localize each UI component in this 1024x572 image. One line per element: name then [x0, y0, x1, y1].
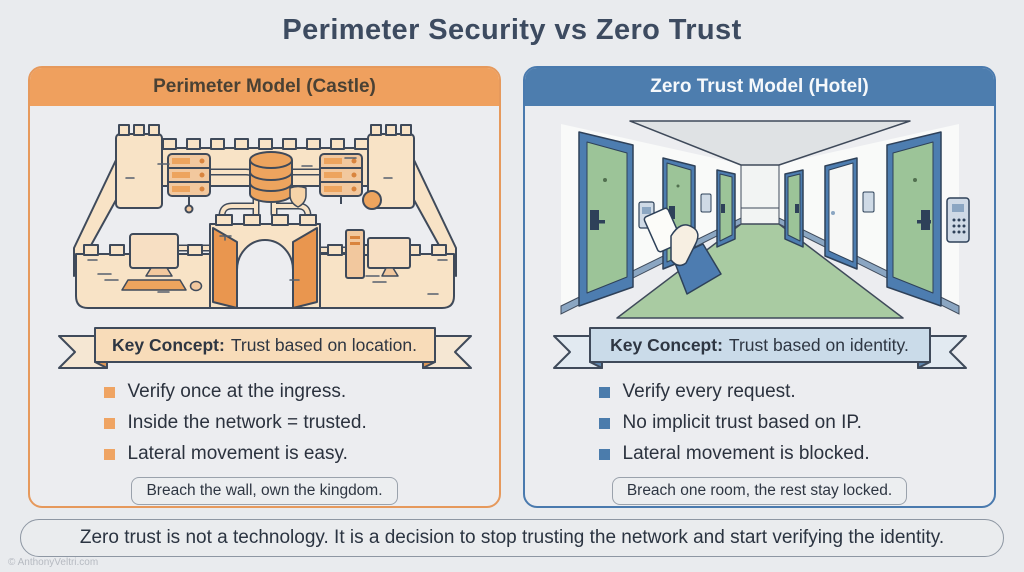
workstation-icon-left [120, 233, 202, 292]
hotel-door-icon [885, 131, 942, 307]
card-reader-icon [700, 193, 711, 213]
list-item: Inside the network = trusted. [103, 412, 426, 434]
hand [669, 224, 699, 267]
server-rack-icon-right [318, 153, 382, 210]
bullet-square-icon [103, 386, 115, 398]
bullet-text: Lateral movement is blocked. [622, 443, 870, 464]
carpet [615, 223, 904, 319]
keypad-reader-icon [945, 197, 970, 243]
panel-zerotrust-header: Zero Trust Model (Hotel) [525, 68, 994, 106]
bullet-square-icon [598, 386, 610, 398]
bullet-text: Verify every request. [622, 381, 796, 402]
key-concept-value: Trust based on location. [230, 334, 417, 355]
hotel-door-open-icon [823, 157, 858, 270]
perimeter-bullet-list: Verify once at the ingress. Inside the n… [103, 381, 426, 474]
server-rack-icon-left [166, 153, 211, 214]
hotel-door-icon [783, 169, 804, 248]
ribbon-banner-icon [552, 327, 967, 369]
key-concept-banner-zerotrust: Key Concept: Trust based on identity. [550, 322, 970, 370]
bullet-square-icon [103, 417, 115, 429]
castle-illustration [40, 108, 490, 320]
perimeter-callout: Breach the wall, own the kingdom. [131, 477, 398, 505]
key-concept-label: Key Concept: [610, 334, 723, 355]
castle-network-icon [72, 124, 457, 309]
list-item: Lateral movement is blocked. [598, 443, 921, 465]
comparison-panels: Perimeter Model (Castle) [28, 66, 996, 508]
bullet-square-icon [103, 448, 115, 460]
back-wall-crenellation [137, 138, 393, 150]
shield-icon [288, 185, 307, 208]
bullet-text: Verify once at the ingress. [127, 381, 347, 402]
bullet-square-icon [598, 448, 610, 460]
gate-doors [211, 227, 318, 309]
zerotrust-bullet-list: Verify every request. No implicit trust … [598, 381, 921, 474]
database-icon [248, 151, 307, 208]
ribbon-banner-icon [57, 327, 472, 369]
key-concept-value: Trust based on identity. [728, 334, 909, 355]
keycard-hand-icon [643, 207, 722, 295]
key-concept-text-perimeter: Key Concept: Trust based on location. [95, 328, 435, 362]
ceiling [628, 120, 911, 166]
footer-note: Zero trust is not a technology. It is a … [20, 519, 1004, 557]
list-item: Verify every request. [598, 381, 921, 403]
workstation-icon-right [344, 229, 411, 279]
list-item: Verify once at the ingress. [103, 381, 426, 403]
panel-zerotrust: Zero Trust Model (Hotel) [523, 66, 996, 508]
watermark: © AnthonyVeltri.com [8, 557, 99, 568]
hotel-illustration [535, 108, 985, 320]
bullet-text: Inside the network = trusted. [127, 412, 367, 433]
bullet-square-icon [598, 417, 610, 429]
panel-perimeter-header: Perimeter Model (Castle) [30, 68, 499, 106]
key-concept-text-zerotrust: Key Concept: Trust based on identity. [590, 328, 930, 362]
hotel-hallway-icon [560, 120, 970, 319]
brick-marks [86, 157, 448, 295]
left-tower-icon [114, 124, 163, 209]
card-reader-icon [862, 191, 874, 213]
key-concept-label: Key Concept: [112, 334, 225, 355]
list-item: Lateral movement is easy. [103, 443, 426, 465]
list-item: No implicit trust based on IP. [598, 412, 921, 434]
gatehouse [208, 214, 321, 309]
zerotrust-callout: Breach one room, the rest stay locked. [611, 477, 908, 505]
page-title: Perimeter Security vs Zero Trust [282, 14, 742, 46]
hotel-door-icon [715, 169, 736, 248]
bullet-text: Lateral movement is easy. [127, 443, 348, 464]
back-wall [740, 164, 779, 225]
hotel-door-icon [577, 131, 634, 307]
key-concept-banner-perimeter: Key Concept: Trust based on location. [55, 322, 475, 370]
panel-perimeter: Perimeter Model (Castle) [28, 66, 501, 508]
bullet-text: No implicit trust based on IP. [622, 412, 862, 433]
right-tower-icon [366, 124, 415, 209]
